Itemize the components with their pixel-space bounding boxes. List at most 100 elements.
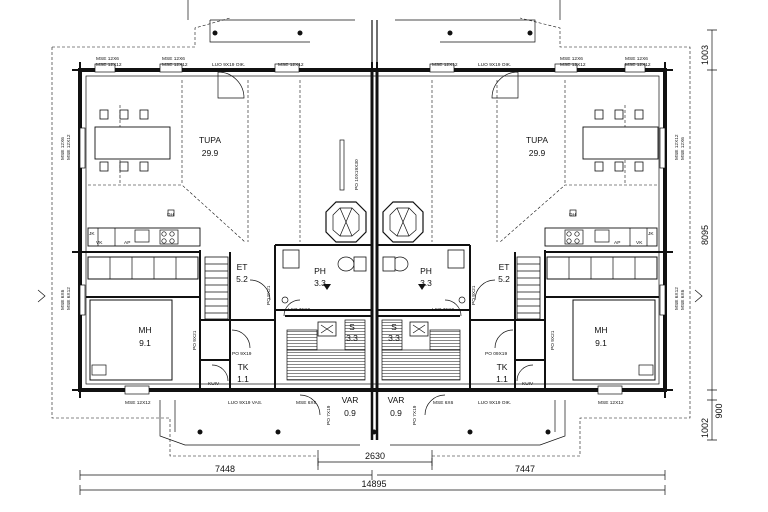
room-name-tk-right: TK xyxy=(497,362,508,372)
door-leaf-po10 xyxy=(339,139,345,191)
dining-table-left xyxy=(94,109,171,172)
window-side-left-2 xyxy=(79,284,86,316)
window-label: MSE 12X6 xyxy=(560,56,583,62)
window-label: MSE 6X12 xyxy=(66,287,72,310)
kitchen-label-ap: AP xyxy=(614,240,620,246)
door-label: PO 7X19 xyxy=(326,405,332,425)
window-top-right-1 xyxy=(429,63,455,73)
door-label: PO 9X19 xyxy=(232,351,252,357)
nightstand-right xyxy=(638,364,654,376)
room-area-var-left: 0.9 xyxy=(344,408,356,418)
door-label: PO 10X19X30 xyxy=(354,159,360,190)
window-label: MSE 12X12 xyxy=(598,400,624,406)
window-label: MSE 12X12 xyxy=(66,134,72,160)
window-label: MSE 6X6 xyxy=(680,289,686,310)
room-area-mh-left: 9.1 xyxy=(139,338,151,348)
bed-left xyxy=(89,299,173,381)
sauna-left xyxy=(286,319,366,381)
window-label: MSE 6X12 xyxy=(674,287,680,310)
door-label: PO 9X21 xyxy=(266,285,272,305)
door-label: PO 9X21 xyxy=(550,330,556,350)
room-name-sauna-right: S xyxy=(391,322,397,332)
window-label: MSE 12X12 xyxy=(125,400,151,406)
room-area-tupa-right: 29.9 xyxy=(529,148,546,158)
room-area-sauna-right: 3.3 xyxy=(388,333,400,343)
dryer-label: KUIV xyxy=(522,381,534,387)
dimension-7448: 7448 xyxy=(215,464,235,474)
door-swing-et-left xyxy=(249,279,271,301)
ceiling-lines-left xyxy=(88,80,301,243)
ceiling-lines-right xyxy=(431,80,657,243)
post-marker xyxy=(371,429,377,435)
window-label: MSE 12X6 xyxy=(625,56,648,62)
entrance-canopy-outline xyxy=(159,400,566,446)
room-name-ph-left: PH xyxy=(314,266,326,276)
room-name-sauna-left: S xyxy=(349,322,355,332)
kitchen-label-dh: DH xyxy=(569,212,576,218)
kitchen-label-dh: DH xyxy=(167,212,174,218)
post-marker xyxy=(467,429,473,435)
door-label: LUO 9X19 VAS. xyxy=(228,400,262,406)
window-label: MSE 12X12 xyxy=(674,134,680,160)
dryer-label: KUIV xyxy=(208,381,220,387)
post-marker xyxy=(297,30,303,36)
window-label: MSE 12X12 xyxy=(560,62,586,68)
window-bottom-right xyxy=(597,385,623,395)
dining-table-right xyxy=(582,109,659,172)
room-name-tk-left: TK xyxy=(238,362,249,372)
kitchen-label-jk: JK xyxy=(89,231,95,237)
door-swing-mh-right xyxy=(494,329,514,349)
room-area-sauna-left: 3.3 xyxy=(346,333,358,343)
post-marker xyxy=(447,30,453,36)
kitchen-right xyxy=(544,209,658,247)
bathroom-fixtures-left xyxy=(281,249,367,304)
dimension-7447: 7447 xyxy=(515,464,535,474)
wardrobe-right xyxy=(546,256,658,280)
dimension-2630: 2630 xyxy=(365,451,385,461)
door-label: PO 09X19 xyxy=(485,351,507,357)
room-area-tupa-left: 29.9 xyxy=(202,148,219,158)
door-label: PO 9X21 xyxy=(192,330,198,350)
party-wall-extension xyxy=(371,20,378,70)
room-area-et-right: 5.2 xyxy=(498,274,510,284)
door-swing-sauna-right xyxy=(444,299,462,317)
room-name-var-right: VAR xyxy=(388,395,405,405)
post-marker xyxy=(197,429,203,435)
door-swing-top-left xyxy=(217,71,245,99)
door-label: LSO 7X19 xyxy=(288,307,310,313)
window-label: MSE 12X6 xyxy=(60,137,66,160)
kitchen-left xyxy=(87,209,201,247)
dimension-1003: 1003 xyxy=(700,45,710,65)
window-label: MSE 12X12 xyxy=(625,62,651,68)
window-label: MSE 6X6 xyxy=(433,400,454,406)
window-side-right-2 xyxy=(659,284,666,316)
door-label: LUO 9X19 OIK. xyxy=(478,62,511,68)
door-label: LSO 7X19 xyxy=(432,307,454,313)
door-swing-tk-right xyxy=(516,364,534,382)
room-name-ph-right: PH xyxy=(420,266,432,276)
door-swing-sauna-left xyxy=(283,299,301,317)
window-label: MSE 6X6 xyxy=(296,400,317,406)
kitchen-label-ap: AP xyxy=(124,240,130,246)
stairs-right xyxy=(516,256,541,320)
post-marker xyxy=(545,429,551,435)
room-area-tk-right: 1.1 xyxy=(496,374,508,384)
window-top-left-3 xyxy=(274,63,300,73)
window-label: MSE 12X12 xyxy=(162,62,188,68)
room-name-mh-left: MH xyxy=(138,325,151,335)
window-top-right-2 xyxy=(554,63,578,73)
kitchen-label-vk: VK xyxy=(636,240,643,246)
kitchen-label-vk: VK xyxy=(96,240,103,246)
door-swing-et-right xyxy=(474,279,496,301)
room-area-mh-right: 9.1 xyxy=(595,338,607,348)
window-label: MSE 6X6 xyxy=(60,289,66,310)
dimension-900: 900 xyxy=(714,403,724,418)
dimension-8095: 8095 xyxy=(700,225,710,245)
room-area-ph-left: 3.3 xyxy=(314,278,326,288)
room-area-ph-right: 3.3 xyxy=(420,278,432,288)
bathroom-fixtures-right xyxy=(382,249,466,304)
dimension-14895: 14895 xyxy=(361,479,386,489)
room-name-et-right: ET xyxy=(499,262,510,272)
fireplace-left xyxy=(325,201,367,243)
